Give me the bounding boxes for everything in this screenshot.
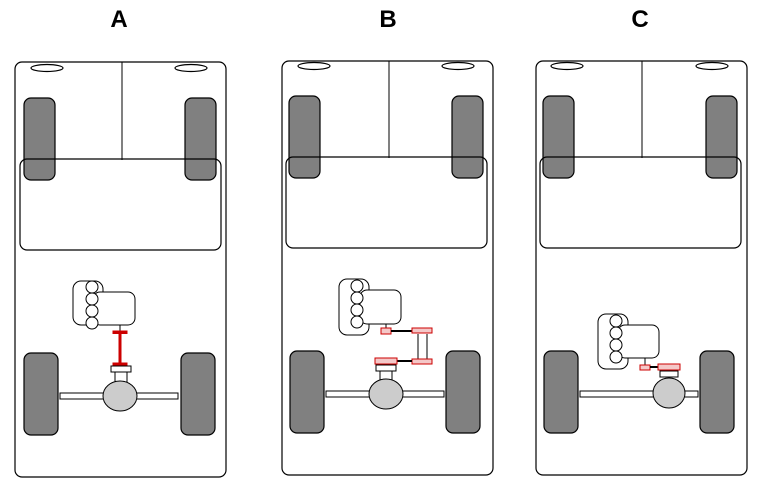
driveshaft-flange-bottom-a <box>112 362 128 366</box>
panel-a-label: A <box>110 6 128 33</box>
headlight-left-a <box>30 63 64 73</box>
gear-c <box>639 364 651 371</box>
front-right-tire-b <box>451 95 484 179</box>
differential-b <box>368 378 404 410</box>
panel-a <box>14 61 227 478</box>
headlight-right-b <box>441 61 475 71</box>
driveshaft-flange-top-a <box>112 330 128 334</box>
cabin-b <box>285 156 488 249</box>
engine-block-a <box>92 291 136 326</box>
gear-b <box>374 357 398 365</box>
differential-c <box>652 377 686 409</box>
cylinder-a <box>85 304 99 318</box>
cylinder-c <box>609 338 623 352</box>
panel-b <box>281 60 494 476</box>
rear-left-tire-c <box>543 350 579 434</box>
cylinder-b <box>350 303 364 317</box>
rear-right-tire-a <box>180 352 216 436</box>
differential-a <box>102 380 138 412</box>
headlight-right-a <box>174 63 208 73</box>
rear-left-tire-b <box>289 350 325 434</box>
rear-axle-c <box>579 390 699 398</box>
pinion-c <box>659 370 679 378</box>
car-body-a <box>14 61 227 478</box>
headlight-right-c <box>695 61 729 71</box>
car-body-b <box>281 60 494 476</box>
headlight-left-b <box>297 61 331 71</box>
gear-b <box>411 358 433 365</box>
cabin-c <box>539 156 742 249</box>
engine-block-b <box>359 289 402 325</box>
gear-c <box>657 363 681 371</box>
pinion-neck-a <box>114 371 128 383</box>
cylinder-b <box>350 291 364 305</box>
headlight-left-c <box>550 61 584 71</box>
cabin-a <box>19 158 222 251</box>
rear-right-tire-c <box>699 350 735 434</box>
panel-b-label: B <box>379 6 397 33</box>
cylinder-a <box>85 292 99 306</box>
cylinder-c <box>609 326 623 340</box>
engine-block-c <box>617 324 660 359</box>
panel-c <box>535 60 748 476</box>
front-left-tire-b <box>288 95 321 179</box>
front-right-tire-a <box>184 97 217 181</box>
cylinder-b <box>350 315 364 329</box>
front-right-tire-c <box>705 95 738 179</box>
pinion-b <box>375 364 397 372</box>
front-left-tire-c <box>542 95 575 179</box>
gear-b <box>411 327 433 334</box>
pinion-a <box>110 365 132 373</box>
cylinder-c <box>609 350 623 364</box>
rear-left-tire-a <box>23 352 59 436</box>
gear-b <box>380 327 392 335</box>
panel-c-label: C <box>631 6 649 33</box>
cylinder-a <box>85 316 99 330</box>
front-left-tire-a <box>23 97 56 181</box>
cylinder-c <box>609 314 623 328</box>
cylinder-b <box>350 279 364 293</box>
rear-right-tire-b <box>445 350 481 434</box>
cylinder-a <box>85 280 99 294</box>
